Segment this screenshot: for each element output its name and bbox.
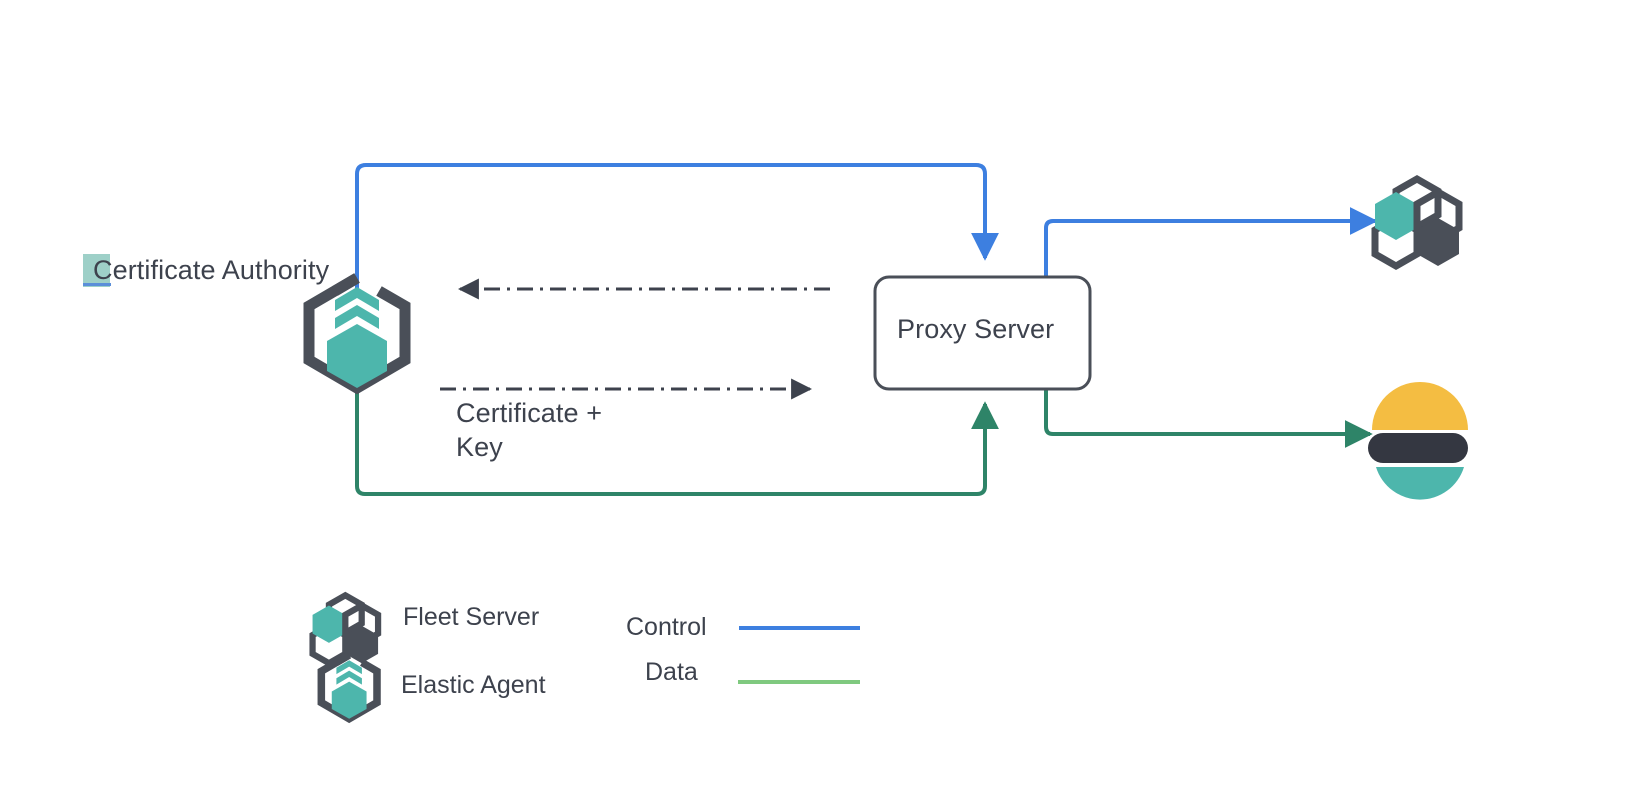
edge-control-proxy-to-fleet [1044, 207, 1378, 300]
legend-item-label-control: Control [626, 613, 707, 641]
proxy-server-label: Proxy Server [897, 314, 1055, 344]
edge-data-proxy-to-elasticsearch [1044, 360, 1373, 448]
certificate-authority-highlight [83, 254, 110, 287]
certificate-authority-label: Certificate Authority [93, 255, 330, 285]
legend-elastic-agent-icon [317, 651, 381, 724]
proxy-server-node[interactable] [873, 275, 1092, 391]
certificate-key-edge-label: Certificate + Key [456, 398, 603, 462]
fleet-server-icon[interactable] [1371, 174, 1463, 271]
legend-item-label-elastic-agent: Elastic Agent [401, 671, 546, 699]
legend-fleet-server-icon [309, 591, 382, 667]
edge-control-agent-to-proxy [355, 163, 999, 295]
legend-item-label-fleet-server: Fleet Server [403, 603, 540, 631]
certificate-authority-underline [83, 283, 111, 286]
legend-item-label-data: Data [645, 658, 698, 686]
edge-data-agent-to-proxy [355, 372, 999, 496]
elasticsearch-icon[interactable] [1368, 382, 1468, 500]
elastic-agent-icon[interactable] [303, 273, 411, 395]
